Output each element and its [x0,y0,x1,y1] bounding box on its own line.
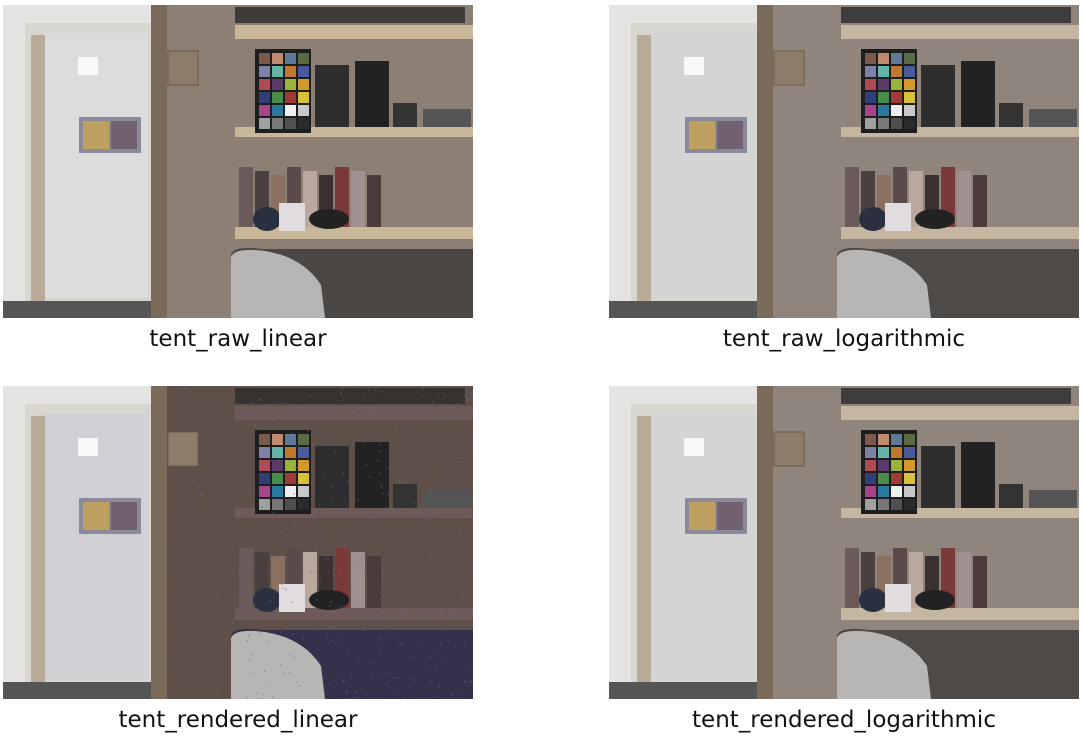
image-panel-tent-raw-logarithmic [609,5,1079,318]
caption-tent-raw-linear: tent_raw_linear [3,326,473,352]
image-panel-tent-raw-linear [3,5,473,318]
image-panel-tent-rendered-logarithmic [609,386,1079,699]
image-panel-tent-rendered-linear [3,386,473,699]
caption-tent-rendered-logarithmic: tent_rendered_logarithmic [609,707,1079,733]
caption-tent-raw-logarithmic: tent_raw_logarithmic [609,326,1079,352]
caption-tent-rendered-linear: tent_rendered_linear [3,707,473,733]
